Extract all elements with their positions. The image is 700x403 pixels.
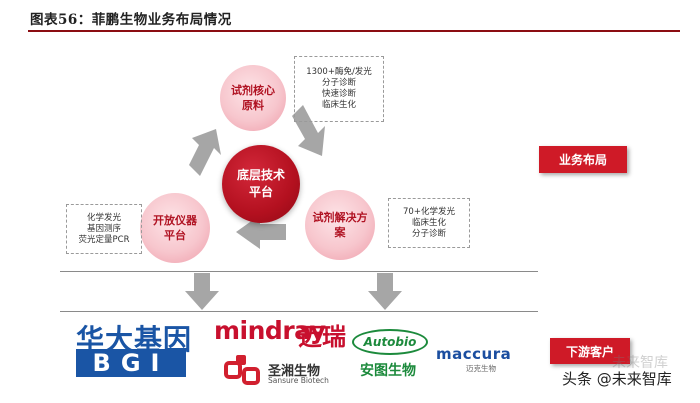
label-business-layout: 业务布局	[539, 146, 627, 173]
label-downstream-customers: 下游客户	[550, 338, 630, 364]
watermark-ghost: 未来智库	[612, 355, 668, 371]
arrow-down-right	[368, 273, 402, 310]
note-reagent-solutions: 70+化学发光 临床生化 分子诊断	[388, 198, 470, 248]
logo-mindray-cn: 迈瑞	[298, 323, 346, 351]
title-rule	[28, 30, 680, 32]
logo-maccura-cn: 迈克生物	[466, 364, 496, 373]
logo-sansure-en: Sansure Biotech	[268, 376, 329, 385]
logo-sansure-cn: 圣湘生物	[268, 364, 321, 379]
arrow-down-left	[185, 273, 219, 310]
logo-mindray-en: mindray	[214, 316, 326, 345]
divider-bottom	[60, 311, 538, 312]
logo-autobio-cn: 安图生物	[360, 363, 416, 379]
logo-autobio-en: Autobio	[352, 329, 428, 355]
page-title: 图表56：菲鹏生物业务布局情况	[30, 12, 232, 28]
logo-maccura-en: maccura	[436, 345, 512, 363]
node-core-materials: 试剂核心原料	[220, 65, 286, 131]
node-open-instruments: 开放仪器平台	[140, 193, 210, 263]
node-tech-platform: 底层技术平台	[222, 145, 300, 223]
sansure-logo-icon	[224, 355, 260, 385]
node-reagent-solutions: 试剂解决方案	[305, 190, 375, 260]
note-core-materials: 1300+酶免/发光 分子诊断 快速诊断 临床生化	[294, 56, 384, 122]
divider-top	[60, 271, 538, 272]
logo-bgi-en: BGI	[76, 349, 186, 377]
note-open-instruments: 化学发光 基因测序 荧光定量PCR	[66, 204, 142, 254]
arrow-right-to-left	[236, 215, 286, 249]
arrow-left-to-top	[189, 129, 221, 176]
watermark: 头条 @未来智库	[560, 368, 674, 389]
arrow-top-to-right	[292, 105, 325, 156]
